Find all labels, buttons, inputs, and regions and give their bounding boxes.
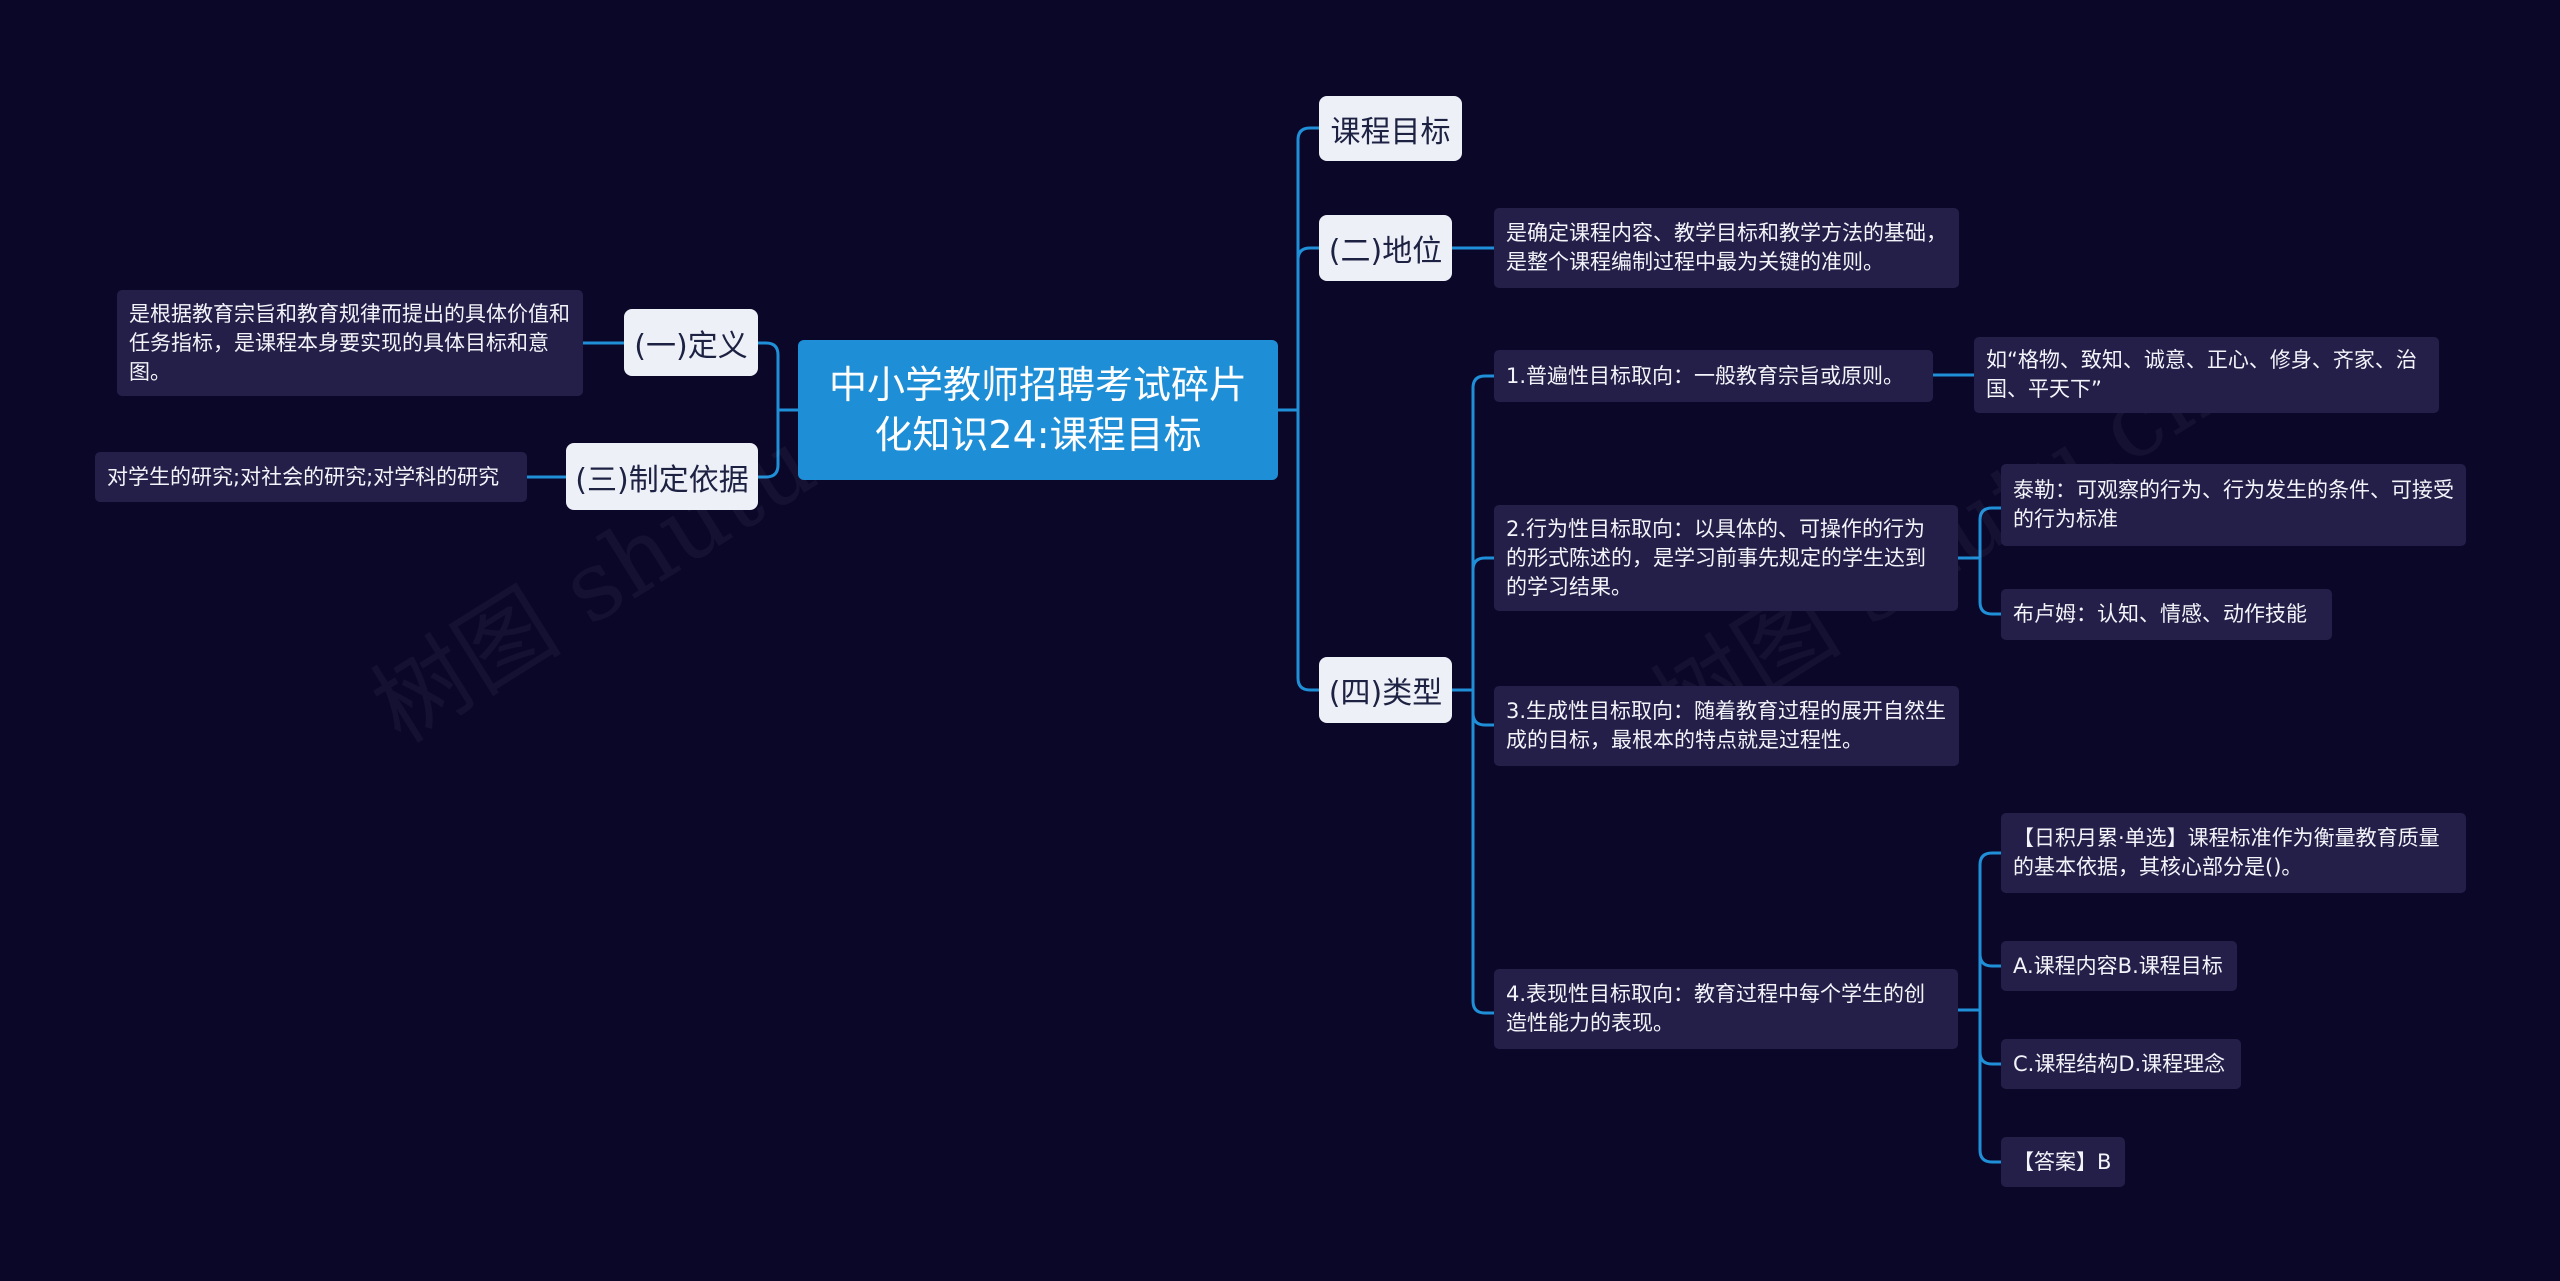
type-item-4-child-4-text: 【答案】B — [2013, 1149, 2112, 1174]
type-item-4-child-2[interactable]: A.课程内容B.课程目标 — [2001, 941, 2237, 991]
connector-root-basis — [758, 408, 798, 479]
connector-types-item2 — [1471, 556, 1494, 690]
type-item-3[interactable]: 3.生成性目标取向：随着教育过程的展开自然生成的目标，最根本的特点就是过程性。 — [1494, 686, 1959, 766]
connector-types-item4 — [1471, 690, 1494, 1015]
node-basis[interactable]: (三)制定依据 — [566, 443, 758, 510]
node-goal[interactable]: 课程目标 — [1319, 96, 1462, 161]
type-item-1-child-1-text: 如“格物、致知、诚意、正心、修身、齐家、治国、平天下” — [1986, 348, 2417, 401]
connector-root-definition — [758, 341, 798, 412]
type-item-1[interactable]: 1.普遍性目标取向：一般教育宗旨或原则。 — [1494, 350, 1933, 402]
type-item-2-child-1[interactable]: 泰勒：可观察的行为、行为发生的条件、可接受的行为标准 — [2001, 464, 2466, 546]
node-definition-label: (一)定义 — [634, 328, 748, 364]
connector-item4-child2 — [1978, 953, 2001, 1010]
node-types-label: (四)类型 — [1328, 676, 1443, 711]
type-item-4-text: 4.表现性目标取向：教育过程中每个学生的创造性能力的表现。 — [1506, 982, 1926, 1035]
node-basis-label: (三)制定依据 — [575, 462, 749, 498]
node-status-label: (二)地位 — [1328, 234, 1443, 269]
type-item-2-child-2-text: 布卢姆：认知、情感、动作技能 — [2013, 602, 2307, 626]
type-item-2-child-1-text: 泰勒：可观察的行为、行为发生的条件、可接受的行为标准 — [2013, 478, 2454, 531]
type-item-3-text: 3.生成性目标取向：随着教育过程的展开自然生成的目标，最根本的特点就是过程性。 — [1506, 699, 1947, 752]
connector-root-goal — [1278, 126, 1319, 412]
node-definition-detail[interactable]: 是根据教育宗旨和教育规律而提出的具体价值和任务指标，是课程本身要实现的具体目标和… — [117, 290, 583, 396]
type-item-2[interactable]: 2.行为性目标取向：以具体的、可操作的行为的形式陈述的，是学习前事先规定的学生达… — [1494, 505, 1958, 611]
connector-item4-child4 — [1978, 1010, 2001, 1164]
type-item-1-text: 1.普遍性目标取向：一般教育宗旨或原则。 — [1506, 363, 1905, 388]
connector-types-item3 — [1471, 690, 1494, 727]
node-definition[interactable]: (一)定义 — [624, 309, 758, 376]
node-types[interactable]: (四)类型 — [1319, 657, 1452, 723]
root-title: 中小学教师招聘考试碎片化知识24:课程目标 — [828, 363, 1247, 457]
connector-item2-child1 — [1958, 506, 2001, 560]
node-status-detail[interactable]: 是确定课程内容、教学目标和教学方法的基础，是整个课程编制过程中最为关键的准则。 — [1494, 208, 1959, 288]
root-topic[interactable]: 中小学教师招聘考试碎片化知识24:课程目标 — [798, 340, 1278, 480]
connector-root-types — [1296, 410, 1319, 692]
node-status-detail-text: 是确定课程内容、教学目标和教学方法的基础，是整个课程编制过程中最为关键的准则。 — [1506, 221, 1947, 274]
type-item-4-child-3-text: C.课程结构D.课程理念 — [2013, 1051, 2226, 1076]
node-goal-label: 课程目标 — [1330, 114, 1451, 150]
connector-root-status — [1296, 246, 1319, 410]
type-item-4-child-4[interactable]: 【答案】B — [2001, 1137, 2125, 1187]
node-basis-detail[interactable]: 对学生的研究;对社会的研究;对学科的研究 — [95, 452, 527, 502]
type-item-4-child-1-text: 【日积月累·单选】课程标准作为衡量教育质量的基本依据，其核心部分是()。 — [2013, 826, 2440, 879]
connector-item4-child3 — [1978, 1010, 2001, 1066]
node-basis-detail-text: 对学生的研究;对社会的研究;对学科的研究 — [107, 464, 500, 489]
connector-item2-child2 — [1978, 558, 2001, 616]
connector-item4-child1 — [1958, 851, 2001, 1012]
type-item-1-child-1[interactable]: 如“格物、致知、诚意、正心、修身、齐家、治国、平天下” — [1974, 337, 2439, 413]
node-definition-detail-text: 是根据教育宗旨和教育规律而提出的具体价值和任务指标，是课程本身要实现的具体目标和… — [129, 301, 570, 384]
connector-types-item1 — [1452, 374, 1494, 692]
type-item-4[interactable]: 4.表现性目标取向：教育过程中每个学生的创造性能力的表现。 — [1494, 969, 1958, 1049]
type-item-4-child-3[interactable]: C.课程结构D.课程理念 — [2001, 1039, 2241, 1089]
type-item-2-child-2[interactable]: 布卢姆：认知、情感、动作技能 — [2001, 589, 2332, 640]
type-item-4-child-2-text: A.课程内容B.课程目标 — [2013, 953, 2223, 978]
type-item-4-child-1[interactable]: 【日积月累·单选】课程标准作为衡量教育质量的基本依据，其核心部分是()。 — [2001, 813, 2466, 893]
type-item-2-text: 2.行为性目标取向：以具体的、可操作的行为的形式陈述的，是学习前事先规定的学生达… — [1506, 516, 1926, 599]
node-status[interactable]: (二)地位 — [1319, 215, 1452, 281]
